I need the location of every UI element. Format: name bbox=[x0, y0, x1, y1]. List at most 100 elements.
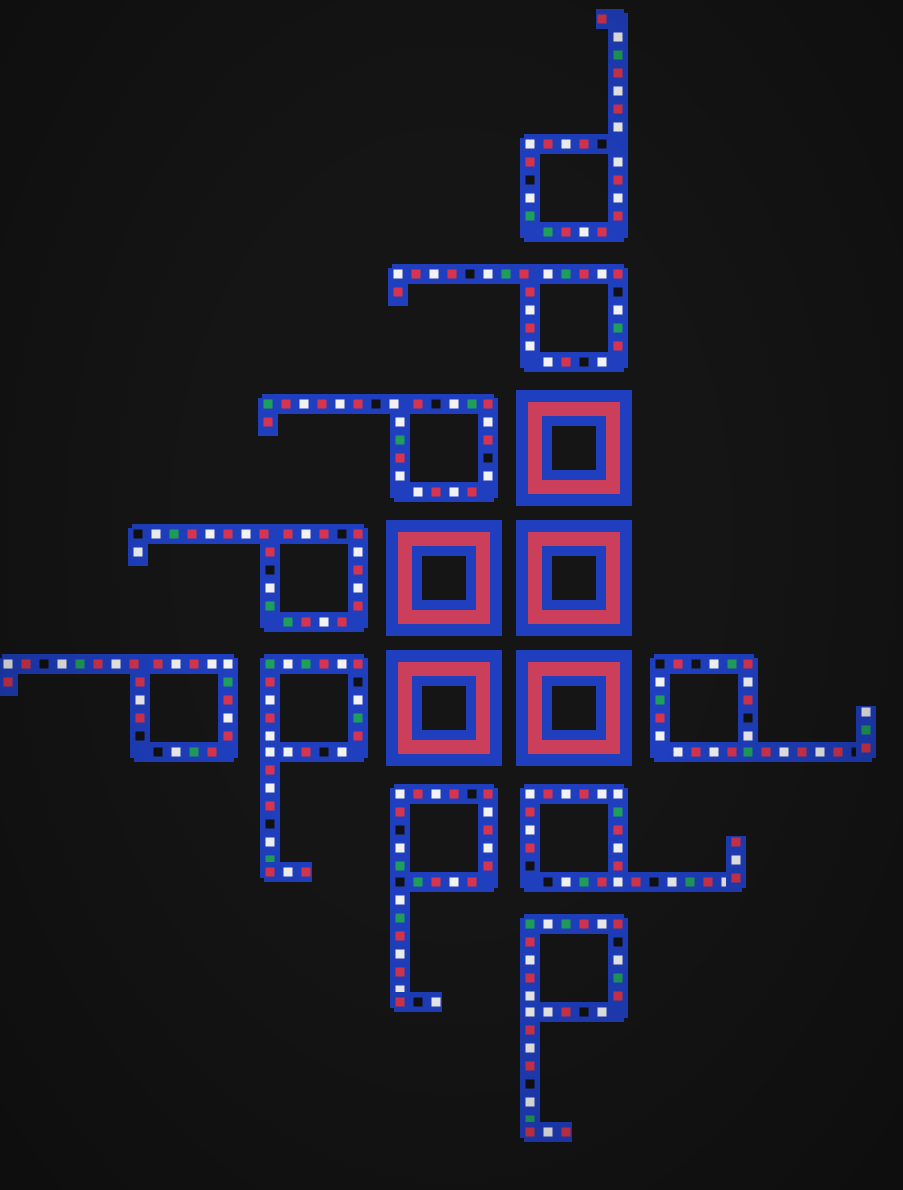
segment-dot bbox=[468, 488, 477, 497]
segment-dot bbox=[338, 530, 347, 539]
segment-dot bbox=[136, 732, 145, 741]
segment-dot bbox=[526, 1128, 535, 1137]
segment-dot bbox=[224, 696, 233, 705]
segment-dot bbox=[396, 418, 405, 427]
segment-dot bbox=[170, 530, 179, 539]
segment-dot bbox=[284, 618, 293, 627]
open-square-hole bbox=[540, 804, 608, 872]
segment-dot bbox=[134, 548, 143, 557]
segment-dot bbox=[862, 726, 871, 735]
segment-dot bbox=[136, 714, 145, 723]
segment-dot bbox=[710, 748, 719, 757]
segment-dot bbox=[354, 584, 363, 593]
segment-dot bbox=[266, 602, 275, 611]
segment-dot bbox=[354, 714, 363, 723]
segment-dot bbox=[732, 874, 741, 883]
segment-dot bbox=[562, 1128, 571, 1137]
segment-dot bbox=[562, 270, 571, 279]
segment-dot bbox=[484, 472, 493, 481]
segment-dot bbox=[526, 1062, 535, 1071]
segment-dot bbox=[762, 748, 771, 757]
segment-dot bbox=[614, 920, 623, 929]
segment-dot bbox=[580, 1008, 589, 1017]
segment-dot bbox=[614, 212, 623, 221]
segment-dot bbox=[40, 660, 49, 669]
segment-dot bbox=[580, 790, 589, 799]
segment-dot bbox=[484, 844, 493, 853]
segment-dot bbox=[526, 140, 535, 149]
segment-dot bbox=[266, 838, 275, 847]
segment-dot bbox=[526, 158, 535, 167]
segment-dot bbox=[394, 270, 403, 279]
segment-dot bbox=[656, 660, 665, 669]
segment-dot bbox=[632, 878, 641, 887]
segment-dot bbox=[4, 678, 13, 687]
segment-dot bbox=[526, 808, 535, 817]
open-square-hole bbox=[540, 284, 608, 352]
segment-dot bbox=[526, 1080, 535, 1089]
solid-square-hole bbox=[422, 686, 466, 730]
segment-dot bbox=[484, 826, 493, 835]
segment-dot bbox=[526, 844, 535, 853]
segment-dot bbox=[206, 530, 215, 539]
open-square-hole bbox=[410, 804, 478, 872]
segment-dot bbox=[266, 548, 275, 557]
segment-dot bbox=[598, 140, 607, 149]
segment-dot bbox=[266, 696, 275, 705]
segment-dot bbox=[284, 868, 293, 877]
segment-dot bbox=[834, 748, 843, 757]
segment-dot bbox=[172, 660, 181, 669]
segment-dot bbox=[614, 938, 623, 947]
segment-dot bbox=[432, 790, 441, 799]
segment-dot bbox=[260, 530, 269, 539]
segment-dot bbox=[862, 708, 871, 717]
segment-dot bbox=[598, 358, 607, 367]
segment-dot bbox=[136, 678, 145, 687]
segment-dot bbox=[614, 158, 623, 167]
segment-dot bbox=[674, 660, 683, 669]
segment-dot bbox=[414, 998, 423, 1007]
segment-dot bbox=[544, 358, 553, 367]
segment-outline bbox=[478, 398, 498, 498]
segment-outline bbox=[520, 918, 540, 1018]
segment-dot bbox=[224, 732, 233, 741]
segment-dot bbox=[598, 1008, 607, 1017]
segment-dot bbox=[396, 808, 405, 817]
segment-dot bbox=[224, 678, 233, 687]
segment-dot bbox=[396, 896, 405, 905]
segment-dot bbox=[394, 288, 403, 297]
segment-dot bbox=[780, 748, 789, 757]
segment-dot bbox=[744, 696, 753, 705]
segment-dot bbox=[414, 488, 423, 497]
segment-dot bbox=[396, 862, 405, 871]
segment-dot bbox=[526, 790, 535, 799]
solid-square-hole bbox=[552, 556, 596, 600]
segment-dot bbox=[76, 660, 85, 669]
segment-dot bbox=[526, 176, 535, 185]
segment-dot bbox=[414, 790, 423, 799]
segment-dot bbox=[372, 400, 381, 409]
segment-dot bbox=[580, 228, 589, 237]
segment-dot bbox=[580, 920, 589, 929]
segment-dot bbox=[414, 878, 423, 887]
segment-dot bbox=[396, 790, 405, 799]
segment-dot bbox=[208, 660, 217, 669]
segment-dot bbox=[338, 660, 347, 669]
segment-dot bbox=[686, 878, 695, 887]
segment-dot bbox=[354, 602, 363, 611]
segment-dot bbox=[266, 766, 275, 775]
segment-dot bbox=[390, 400, 399, 409]
segment-dot bbox=[432, 488, 441, 497]
segment-dot bbox=[172, 748, 181, 757]
segment-outline bbox=[348, 658, 368, 758]
segment-dot bbox=[580, 878, 589, 887]
segment-dot bbox=[614, 862, 623, 871]
segment-dot bbox=[152, 530, 161, 539]
segment-dot bbox=[112, 660, 121, 669]
segment-dot bbox=[544, 140, 553, 149]
segment-dot bbox=[338, 618, 347, 627]
open-square-hole bbox=[410, 414, 478, 482]
segment-dot bbox=[502, 270, 511, 279]
segment-dot bbox=[154, 660, 163, 669]
segment-dot bbox=[22, 660, 31, 669]
